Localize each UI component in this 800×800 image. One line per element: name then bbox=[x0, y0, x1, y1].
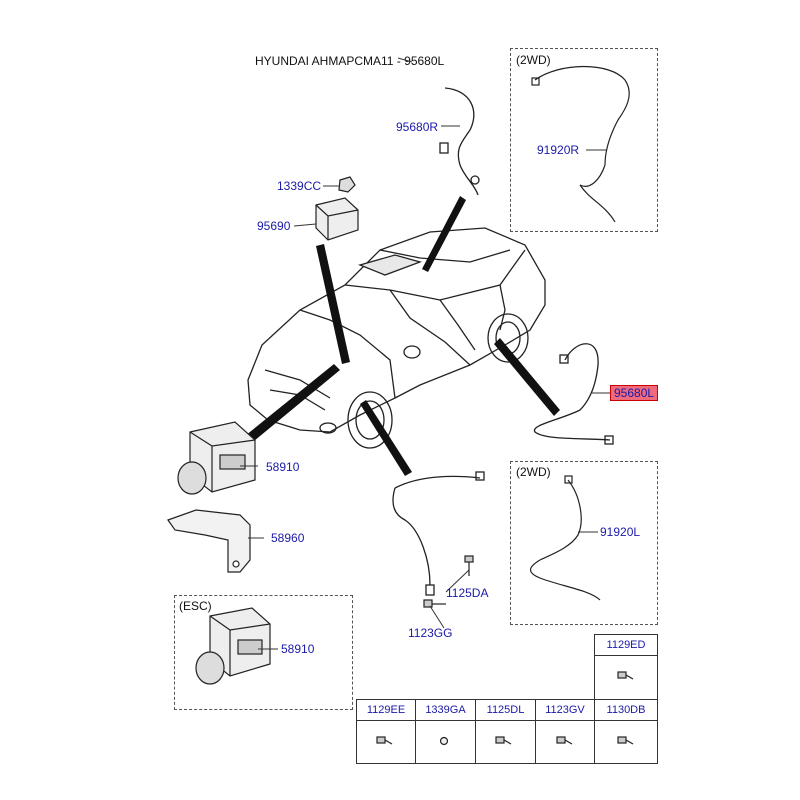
label-95680L-highlight[interactable]: 95680L bbox=[610, 385, 659, 401]
fastener-header-1125DL[interactable]: 1125DL bbox=[475, 699, 536, 721]
fastener-cell-1129ED bbox=[594, 655, 658, 701]
vehicle-illustration bbox=[247, 227, 546, 449]
fastener-cell-1130DB bbox=[594, 720, 658, 764]
fastener-cell-1339GA bbox=[415, 720, 476, 764]
bracket-58960 bbox=[167, 509, 251, 573]
sensor-95680R bbox=[439, 87, 480, 196]
fastener-cell-1129EE bbox=[356, 720, 416, 764]
hecu-58910 bbox=[177, 421, 256, 495]
leader-bands bbox=[240, 196, 560, 476]
harness-91920L bbox=[530, 475, 601, 601]
fastener-cell-1125DL bbox=[475, 720, 536, 764]
label-95690[interactable]: 95690 bbox=[257, 219, 291, 233]
bolt-1123GG bbox=[423, 599, 446, 608]
sensor-95680L bbox=[534, 343, 614, 445]
box-2wd-rear-left bbox=[510, 461, 658, 625]
label-1339CC[interactable]: 1339CC bbox=[277, 179, 322, 193]
bolt-1125DA bbox=[464, 555, 474, 576]
label-1125DA[interactable]: 1125DA bbox=[446, 586, 489, 600]
label-58910-esc[interactable]: 58910 bbox=[281, 642, 315, 656]
box-2wd-rear-right-title: (2WD) bbox=[516, 53, 551, 67]
hecu-58910-esc bbox=[195, 607, 271, 685]
label-95680L[interactable]: 95680L bbox=[610, 385, 659, 401]
harness-91920R bbox=[531, 66, 630, 223]
label-91920L[interactable]: 91920L bbox=[600, 525, 641, 539]
label-58910[interactable]: 58910 bbox=[266, 460, 300, 474]
box-esc bbox=[174, 595, 353, 710]
fastener-cell-1123GV bbox=[535, 720, 595, 764]
label-1123GG[interactable]: 1123GG bbox=[408, 626, 453, 640]
label-91920R[interactable]: 91920R bbox=[537, 143, 580, 157]
label-95680R[interactable]: 95680R bbox=[396, 120, 439, 134]
box-2wd-rear-right bbox=[510, 48, 658, 232]
module-95690 bbox=[315, 197, 359, 241]
fastener-header-1123GV[interactable]: 1123GV bbox=[535, 699, 595, 721]
fastener-header-1130DB[interactable]: 1130DB bbox=[594, 699, 658, 721]
box-2wd-rear-left-title: (2WD) bbox=[516, 465, 551, 479]
sensor-front-left bbox=[392, 471, 485, 596]
fastener-header-1129ED[interactable]: 1129ED bbox=[594, 634, 658, 656]
nut-1339CC bbox=[338, 176, 356, 193]
box-esc-title: (ESC) bbox=[179, 599, 212, 613]
fastener-header-1339GA[interactable]: 1339GA bbox=[415, 699, 476, 721]
label-58960[interactable]: 58960 bbox=[271, 531, 305, 545]
fastener-header-1129EE[interactable]: 1129EE bbox=[356, 699, 416, 721]
diagram-title: HYUNDAI AHMAPCMA11 - 95680L bbox=[255, 54, 445, 68]
leader-lines bbox=[240, 57, 612, 650]
